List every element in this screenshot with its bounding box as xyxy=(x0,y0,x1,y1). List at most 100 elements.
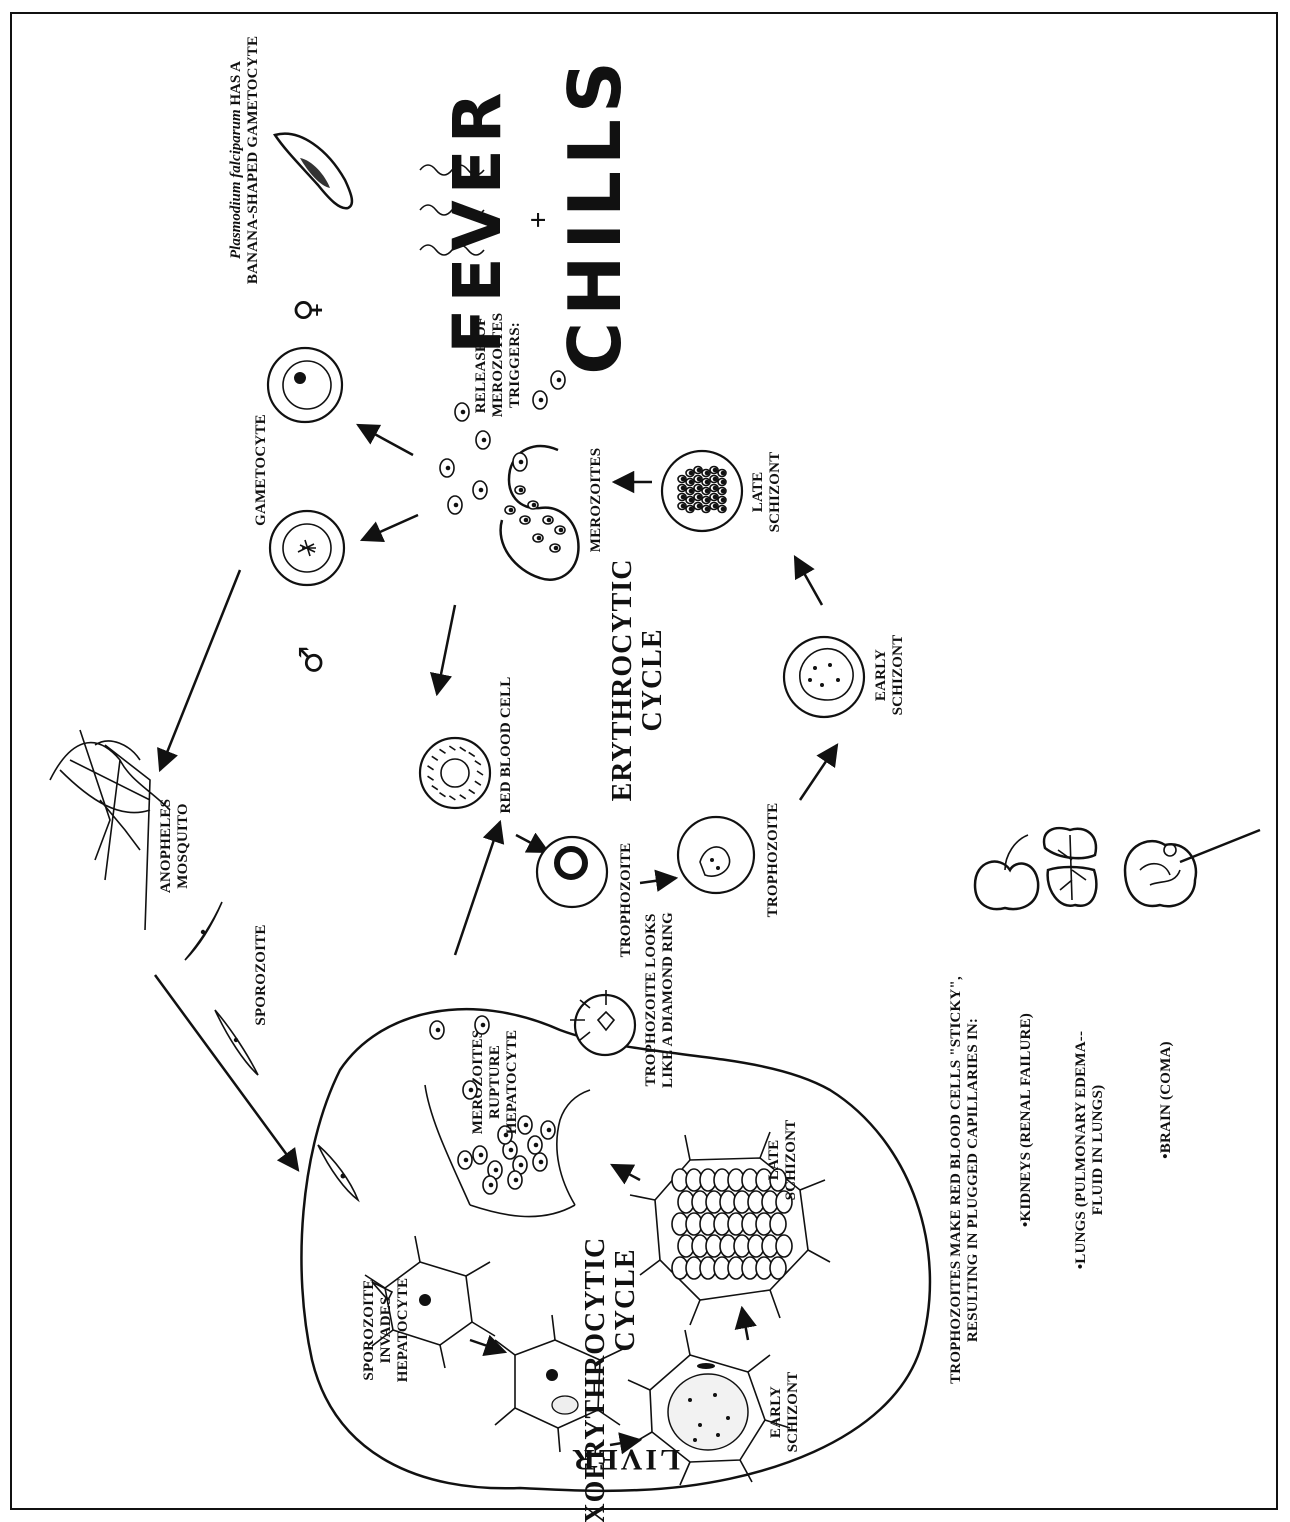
merozoite-nucleus xyxy=(524,1123,529,1128)
burst-red-blood-cell-icon xyxy=(501,446,579,580)
arrow xyxy=(470,1340,505,1352)
arrow xyxy=(455,822,500,955)
merozoite-nucleus xyxy=(681,486,686,491)
exo-early-schizont-label-2: SCHIZONT xyxy=(785,1372,801,1453)
arrow xyxy=(516,835,548,852)
ery-cycle-title-line1: ERYTHROCYTIC xyxy=(607,559,638,802)
merozoite-nucleus xyxy=(519,488,524,493)
merozoite-nucleus xyxy=(705,507,710,512)
merozoite-icon xyxy=(770,1257,786,1279)
merozoite-nucleus xyxy=(681,477,686,482)
trophozoite-label-a: TROPHOZOITE xyxy=(618,843,634,958)
exo-cycle-title-line2: CYCLE xyxy=(610,1248,641,1351)
merozoite-nucleus xyxy=(547,1128,552,1133)
lungs-label-2: FLUID IN LUNGS) xyxy=(1090,1085,1106,1216)
fever-word: FEVER xyxy=(439,86,516,353)
brain-label: •BRAIN (COMA) xyxy=(1158,1041,1174,1158)
trophozoite-label-b: TROPHOZOITE xyxy=(765,803,781,918)
merozoite-nucleus xyxy=(721,480,726,485)
sporozoite-invades-label-2: INVADES xyxy=(378,1297,394,1364)
anopheles-label-1: ANOPHELES xyxy=(158,799,174,893)
sporozoite-invades-label-3: HEPATOCYTE xyxy=(395,1278,411,1383)
merozoites-rupture-label-2: RUPTURE xyxy=(487,1045,503,1119)
merozoite-nucleus xyxy=(509,508,514,513)
merozoite-nucleus xyxy=(721,489,726,494)
arrow xyxy=(437,605,455,694)
female-symbol: ♀ xyxy=(288,298,326,321)
merozoite-nucleus xyxy=(697,477,702,482)
banana-gametocyte-icon xyxy=(275,134,352,209)
merozoite-nucleus xyxy=(705,489,710,494)
ery-early-schizont-label-2: SCHIZONT xyxy=(890,635,906,716)
falciparum-note-line2: BANANA-SHAPED GAMETOCYTE xyxy=(245,36,261,284)
merozoite-nucleus xyxy=(464,1158,469,1163)
merozoite-nucleus xyxy=(494,1168,499,1173)
merozoite-nucleus xyxy=(482,438,487,443)
merozoite-nucleus xyxy=(481,1023,486,1028)
merozoite-nucleus xyxy=(509,1148,514,1153)
merozoite-nucleus xyxy=(559,528,564,533)
sporozoite-label: SPOROZOITE xyxy=(253,924,269,1025)
gametocyte-icon xyxy=(270,511,344,585)
merozoite-nucleus xyxy=(713,495,718,500)
ery-early-schizont-label-1: EARLY xyxy=(873,649,889,701)
schizont-icon xyxy=(662,451,742,531)
merozoite-nucleus xyxy=(689,489,694,494)
merozoite-icon xyxy=(770,1213,786,1235)
merozoite-nucleus xyxy=(469,1088,474,1093)
sporozoite-invades-label-1: SPOROZOITE xyxy=(361,1279,377,1380)
exo-late-schizont-label-1: LATE xyxy=(766,1140,782,1181)
brain-icon xyxy=(1125,830,1260,906)
lungs-label-1: •LUNGS (PULMONARY EDEMA-- xyxy=(1073,1031,1089,1269)
exo-early-schizont-label-1: EARLY xyxy=(768,1386,784,1438)
merozoite-nucleus xyxy=(705,498,710,503)
ery-late-schizont-label-2: SCHIZONT xyxy=(767,452,783,533)
merozoite-nucleus xyxy=(721,507,726,512)
merozoite-nucleus xyxy=(705,471,710,476)
arrow xyxy=(612,1165,640,1180)
diamond-ring-icon xyxy=(570,990,635,1055)
merozoites-label: MEROZOITES xyxy=(588,448,604,553)
merozoite-nucleus xyxy=(537,536,542,541)
schizont-icon xyxy=(784,637,864,717)
merozoite-nucleus xyxy=(697,486,702,491)
merozoite-nucleus xyxy=(539,398,544,403)
ring-note-line2: LIKE A DIAMOND RING xyxy=(660,912,676,1088)
kidney-icon xyxy=(975,835,1038,909)
falciparum-italic: Plasmodium falciparum xyxy=(228,109,244,259)
merozoite-nucleus xyxy=(479,488,484,493)
sporozoite-icon xyxy=(318,1145,358,1200)
arrow xyxy=(358,425,413,455)
merozoite-nucleus xyxy=(681,504,686,509)
merozoite-nucleus xyxy=(514,1178,519,1183)
merozoite-nucleus xyxy=(554,546,559,551)
trophozoite-icon xyxy=(678,817,754,893)
merozoite-nucleus xyxy=(689,480,694,485)
merozoite-nucleus xyxy=(689,471,694,476)
arrow xyxy=(742,1308,748,1340)
merozoite-nucleus xyxy=(713,477,718,482)
gametocyte-label: GAMETOCYTE xyxy=(253,414,269,526)
merozoite-nucleus xyxy=(489,1183,494,1188)
exo-cycle-title-line1: EXOERYTHROCYTIC xyxy=(580,1237,611,1522)
sticky-note-line1: TROPHOZOITES MAKE RED BLOOD CELLS "STICK… xyxy=(948,976,964,1384)
merozoite-nucleus xyxy=(519,460,524,465)
merozoite-nucleus xyxy=(713,504,718,509)
schizont-icon xyxy=(630,1132,830,1325)
ring-note-line1: TROPHOZOITE LOOKS xyxy=(643,913,659,1086)
merozoite-nucleus xyxy=(689,507,694,512)
anopheles-label-2: MOSQUITO xyxy=(175,803,191,889)
arrow xyxy=(795,557,822,605)
merozoite-nucleus xyxy=(479,1153,484,1158)
falciparum-note-line1: Plasmodium falciparum HAS A xyxy=(228,61,244,259)
merozoite-nucleus xyxy=(713,468,718,473)
arrow xyxy=(640,878,676,883)
merozoite-nucleus xyxy=(697,468,702,473)
arrow xyxy=(160,570,240,770)
lungs-icon xyxy=(1044,828,1096,906)
merozoite-nucleus xyxy=(461,410,466,415)
kidneys-label: •KIDNEYS (RENAL FAILURE) xyxy=(1018,1013,1034,1227)
mosquito-icon xyxy=(50,730,170,930)
arrow xyxy=(800,745,837,800)
gametocyte-icon xyxy=(268,348,342,422)
